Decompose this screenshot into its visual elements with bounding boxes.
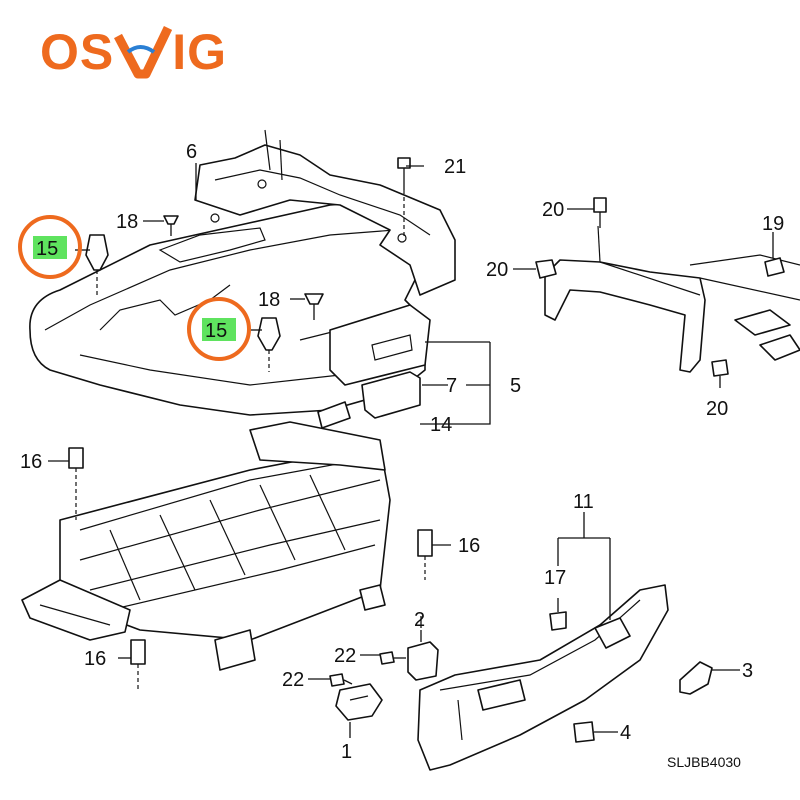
callout-22-lower: 22 bbox=[282, 669, 304, 691]
logo-text-right: IG bbox=[172, 24, 228, 80]
callout-20-bottom: 20 bbox=[706, 398, 728, 420]
callout-15-left: 15 bbox=[36, 238, 58, 260]
callout-21: 21 bbox=[444, 156, 466, 178]
callout-16-bottom: 16 bbox=[84, 648, 106, 670]
diagram-code: SLJBB4030 bbox=[667, 754, 741, 770]
bolt-20-top bbox=[593, 197, 607, 228]
callout-22-upper: 22 bbox=[334, 645, 356, 667]
callout-labels: 1 2 3 4 5 6 7 11 14 15 15 16 16 16 17 18… bbox=[20, 141, 784, 770]
callout-11: 11 bbox=[573, 491, 594, 513]
callout-5: 5 bbox=[510, 375, 521, 397]
callout-20-left: 20 bbox=[486, 259, 508, 281]
callout-16-right: 16 bbox=[458, 535, 480, 557]
clip-15-left bbox=[85, 234, 109, 295]
callout-19: 19 bbox=[762, 213, 784, 235]
switch-part-1 bbox=[335, 683, 383, 721]
osvig-logo: OS IG bbox=[40, 22, 227, 82]
knob-part-4 bbox=[573, 721, 595, 743]
side-cover-body bbox=[329, 304, 431, 386]
clip-15-center bbox=[257, 317, 281, 372]
screw-22-lower bbox=[329, 673, 353, 687]
clip-20-left bbox=[535, 259, 557, 279]
callout-17: 17 bbox=[544, 567, 566, 589]
callout-14: 14 bbox=[430, 414, 452, 436]
side-cover-part-14 bbox=[317, 401, 351, 429]
bolt-16-bottom bbox=[130, 639, 146, 690]
seatback-lower-cover bbox=[544, 225, 800, 373]
bolt-16-top bbox=[68, 447, 84, 520]
callout-4: 4 bbox=[620, 722, 631, 744]
side-cover-part-7 bbox=[361, 371, 421, 419]
callout-15-center: 15 bbox=[205, 320, 227, 342]
clip-19 bbox=[764, 257, 785, 277]
callout-7: 7 bbox=[446, 375, 457, 397]
highlight-15-center bbox=[187, 297, 251, 361]
clip-18-upper bbox=[163, 215, 179, 236]
highlight-15-left bbox=[18, 215, 82, 279]
clip-20-bottom bbox=[711, 359, 729, 377]
side-trim-cover bbox=[417, 584, 669, 771]
knob-part-3 bbox=[679, 661, 713, 695]
callout-20-top: 20 bbox=[542, 199, 564, 221]
callout-2: 2 bbox=[414, 609, 425, 631]
clip-17 bbox=[549, 598, 567, 631]
callout-1: 1 bbox=[341, 741, 352, 763]
screw-22-upper bbox=[379, 651, 406, 665]
callout-18-lower: 18 bbox=[258, 289, 280, 311]
logo-check-icon bbox=[114, 22, 173, 82]
bolt-16-right bbox=[417, 529, 433, 580]
clip-18-lower bbox=[304, 293, 324, 320]
logo-text-left: OS bbox=[40, 24, 115, 80]
callout-16-top: 16 bbox=[20, 451, 42, 473]
leader-lines bbox=[48, 163, 774, 738]
cushion-frame-plate bbox=[194, 129, 456, 296]
callout-3: 3 bbox=[742, 660, 753, 682]
switch-part-2 bbox=[407, 630, 439, 681]
callout-6: 6 bbox=[186, 141, 197, 163]
seat-adjuster-frame bbox=[21, 421, 391, 671]
callout-18-upper: 18 bbox=[116, 211, 138, 233]
